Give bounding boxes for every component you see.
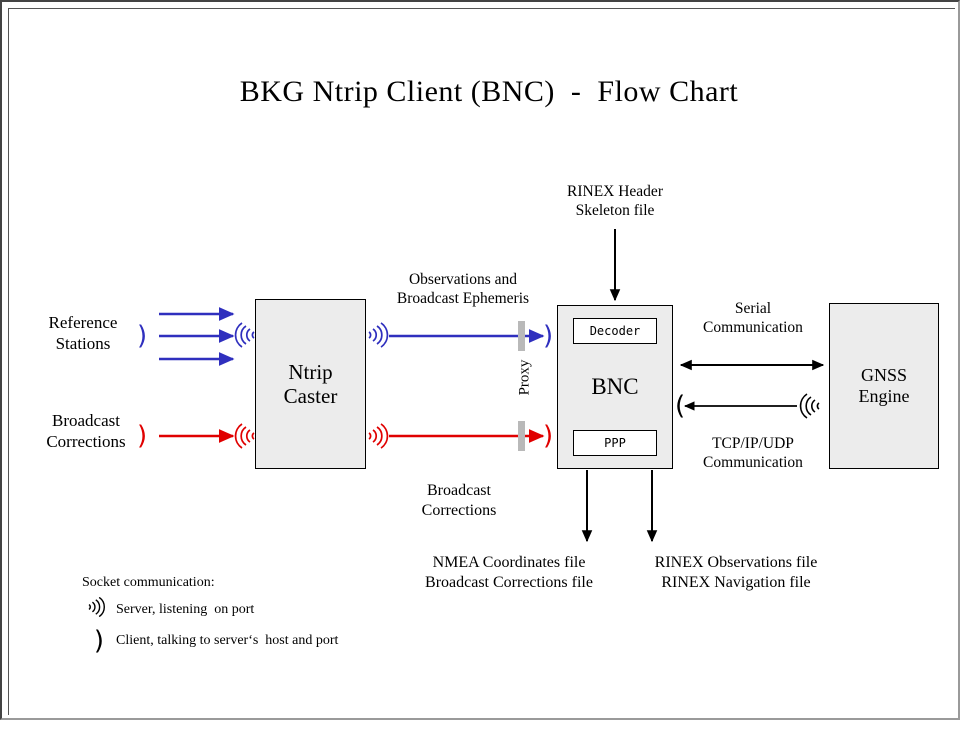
decoder-box[interactable]: Decoder <box>573 318 657 344</box>
output-files-right-label: RINEX Observations file RINEX Navigation… <box>654 554 818 591</box>
diagram-canvas: BKG Ntrip Client (BNC) - Flow Chart <box>8 8 955 715</box>
client-paren-icon: ) <box>137 321 148 351</box>
broadcast-corrections-output-label: Broadcast Corrections <box>421 482 497 519</box>
proxy-bar-bottom <box>518 421 525 451</box>
ntrip-caster-label-line2: Caster <box>283 384 338 408</box>
client-paren-icon: ( <box>675 391 686 421</box>
reference-stations-label: Reference Stations <box>48 313 118 353</box>
server-antenna-icon <box>368 322 389 348</box>
server-antenna-icon <box>82 596 116 622</box>
serial-communication-label: Serial Communication <box>703 300 803 336</box>
legend-heading: Socket communication: <box>82 575 215 590</box>
rinex-header-skeleton-label: RINEX Header Skeleton file <box>567 183 663 219</box>
server-antenna-icon <box>234 322 255 348</box>
tcpip-communication-label: TCP/IP/UDP Communication <box>703 435 803 471</box>
output-files-left-label: NMEA Coordinates file Broadcast Correcti… <box>425 554 593 591</box>
legend-server-text: Server, listening on port <box>116 601 255 617</box>
page-title: BKG Ntrip Client (BNC) - Flow Chart <box>239 75 739 108</box>
ntrip-caster-box[interactable]: Ntrip Caster <box>255 299 366 469</box>
server-antenna-icon <box>368 423 389 449</box>
server-antenna-icon <box>799 393 820 419</box>
client-paren-icon: ) <box>543 321 554 351</box>
server-antenna-icon <box>234 423 255 449</box>
broadcast-corrections-input-label: Broadcast Corrections <box>46 411 126 451</box>
legend-client-text: Client, talking to server‘s host and por… <box>116 633 339 648</box>
gnss-engine-label-line2: Engine <box>858 386 910 406</box>
legend-item-client: ) Client, talking to server‘s host and p… <box>82 626 339 656</box>
client-paren-icon: ) <box>137 421 148 451</box>
proxy-bar-top <box>518 321 525 351</box>
client-paren-icon: ) <box>93 626 105 656</box>
observations-ephemeris-label: Observations and Broadcast Ephemeris <box>396 271 530 307</box>
gnss-engine-label-line1: GNSS <box>860 365 908 386</box>
bnc-label: BNC <box>591 373 639 399</box>
legend-item-server: Server, listening on port <box>82 596 338 622</box>
proxy-label: Proxy <box>516 359 533 396</box>
gnss-engine-box[interactable]: GNSS Engine <box>829 303 939 469</box>
legend: Socket communication: Server, listening … <box>82 575 338 654</box>
ntrip-caster-label-line1: Ntrip <box>288 359 333 384</box>
ppp-box[interactable]: PPP <box>573 430 657 456</box>
bnc-box[interactable]: Decoder BNC PPP <box>557 305 673 469</box>
client-paren-icon: ) <box>543 421 554 451</box>
